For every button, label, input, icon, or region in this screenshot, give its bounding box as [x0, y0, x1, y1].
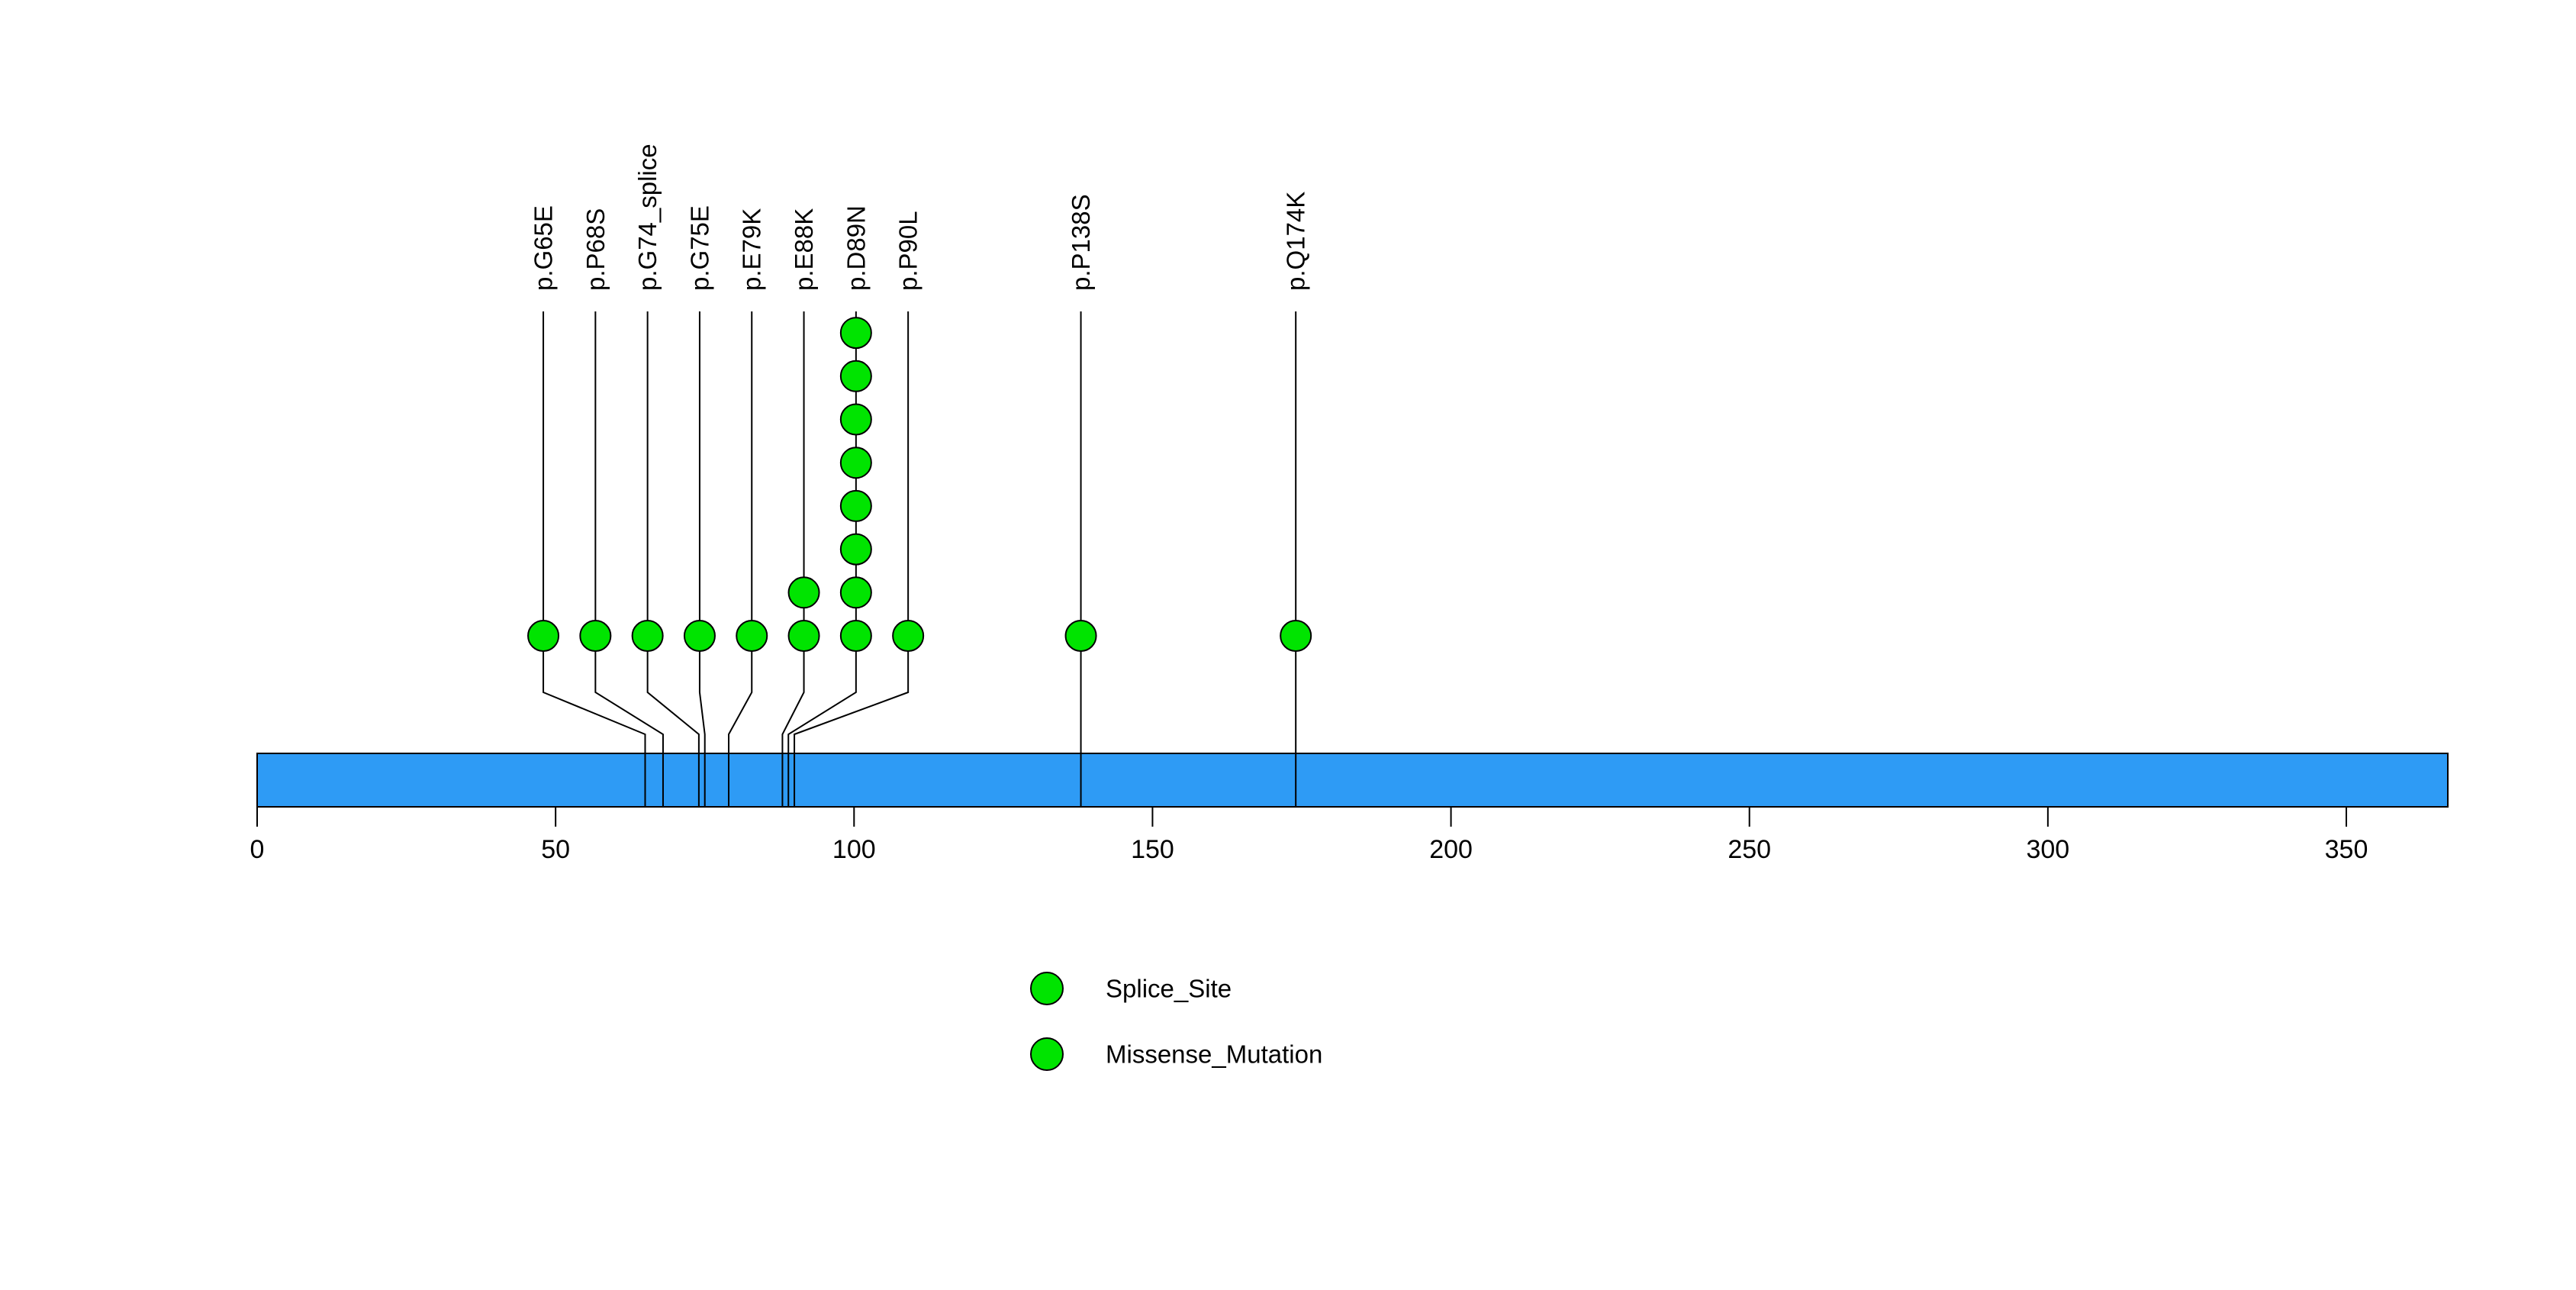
- mutation-p.Q174K: p.Q174K: [1280, 192, 1312, 807]
- axis-tick-label: 150: [1131, 835, 1174, 864]
- mutation-connector: [698, 311, 706, 807]
- legend-marker: [1030, 972, 1064, 1005]
- mutation-connector: [646, 311, 700, 807]
- mutation-label: p.P68S: [581, 208, 610, 291]
- mutation-marker: [839, 533, 872, 566]
- mutation-marker: [839, 576, 872, 609]
- mutation-marker: [839, 403, 872, 436]
- mutation-marker: [839, 620, 872, 652]
- axis-tick-label: 200: [1429, 835, 1473, 864]
- mutation-p.E88K: p.E88K: [781, 208, 820, 807]
- legend-marker: [1030, 1037, 1064, 1071]
- mutation-p.G74_splice: p.G74_splice: [631, 144, 700, 807]
- mutation-connector: [543, 311, 646, 807]
- mutation-label: p.P138S: [1067, 194, 1095, 291]
- mutations: p.G65E p.P68S p.G74_splice p.G75E p.E79K p.E8…: [527, 144, 1312, 807]
- mutation-label: p.D89N: [842, 205, 870, 291]
- mutation-p.E79K: p.E79K: [728, 208, 768, 807]
- axis-tick-label: 100: [832, 835, 876, 864]
- mutation-connector: [594, 311, 664, 807]
- legend-label: Missense_Mutation: [1106, 1040, 1322, 1069]
- mutation-label: p.G65E: [530, 205, 558, 291]
- mutation-marker: [736, 620, 768, 652]
- mutation-label: p.Q174K: [1282, 192, 1310, 291]
- axis-tick-label: 250: [1728, 835, 1771, 864]
- legend-label: Splice_Site: [1106, 975, 1232, 1003]
- axis-tick-label: 300: [2026, 835, 2069, 864]
- axis-tick-label: 350: [2325, 835, 2368, 864]
- mutation-connector: [728, 311, 753, 807]
- x-axis: 0 50 100 150 200 250 300 350: [250, 807, 2368, 864]
- mutation-connector: [794, 311, 910, 807]
- axis-tick-label: 50: [541, 835, 570, 864]
- mutation-label: p.E79K: [738, 208, 766, 291]
- mutation-marker: [839, 317, 872, 350]
- mutation-marker: [839, 447, 872, 479]
- mutation-marker: [787, 620, 820, 652]
- mutation-marker: [1280, 620, 1312, 652]
- axis-tick-label: 0: [250, 835, 265, 864]
- protein-bar: [256, 753, 2449, 808]
- mutation-marker: [839, 489, 872, 522]
- mutation-marker: [1064, 620, 1097, 652]
- mutation-label: p.P90L: [894, 211, 923, 291]
- mutation-p.P90L: p.P90L: [794, 211, 925, 807]
- mutation-marker: [527, 620, 560, 652]
- mutation-label: p.E88K: [790, 208, 818, 291]
- mutation-p.G65E: p.G65E: [527, 205, 646, 807]
- mutation-label: p.G75E: [685, 205, 713, 291]
- mutation-p.P138S: p.P138S: [1064, 194, 1097, 807]
- mutation-p.D89N: p.D89N: [787, 205, 872, 807]
- mutation-p.G75E: p.G75E: [683, 205, 716, 807]
- mutation-marker: [787, 576, 820, 609]
- mutation-marker: [839, 360, 872, 392]
- mutation-connector: [781, 311, 805, 807]
- mutation-marker: [892, 620, 925, 652]
- mutation-label: p.G74_splice: [633, 144, 662, 291]
- mutation-p.P68S: p.P68S: [579, 208, 664, 807]
- mutation-marker: [683, 620, 716, 652]
- mutation-marker: [579, 620, 612, 652]
- mutation-marker: [631, 620, 664, 652]
